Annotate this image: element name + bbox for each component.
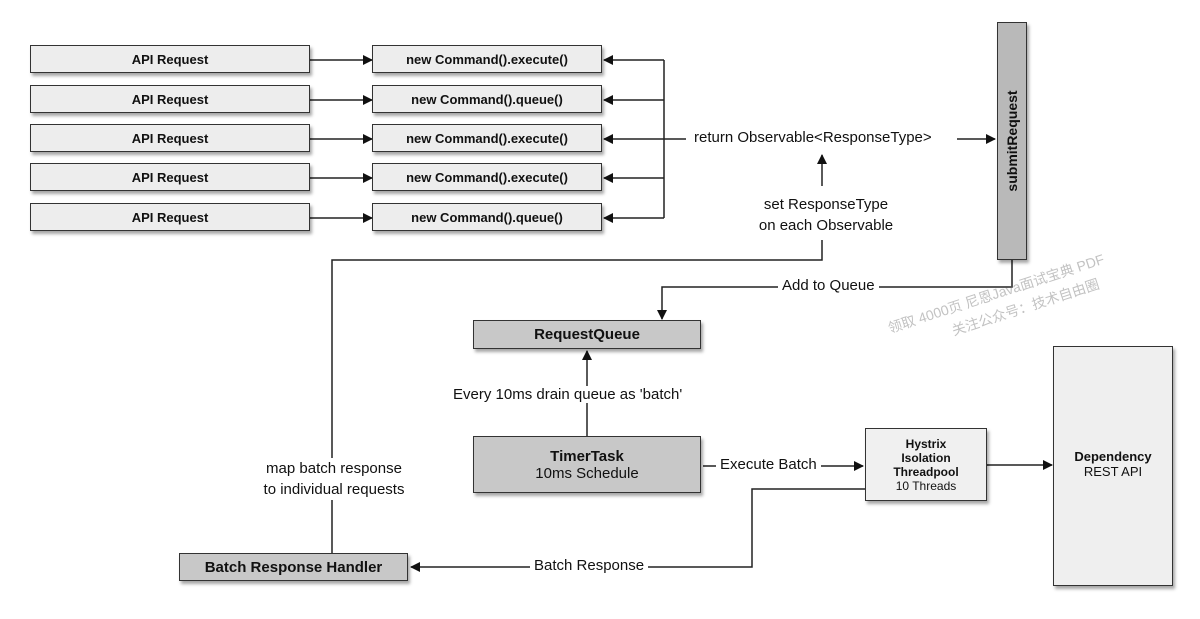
api-request-box-1: API Request <box>30 45 310 73</box>
execute-batch-label: Execute Batch <box>716 456 821 473</box>
timer-task-box: TimerTask 10ms Schedule <box>473 436 701 493</box>
hystrix-threadpool-box: Hystrix Isolation Threadpool 10 Threads <box>865 428 987 501</box>
command-box-4: new Command().execute() <box>372 163 602 191</box>
timer-task-subtitle: 10ms Schedule <box>535 464 639 482</box>
request-queue-box: RequestQueue <box>473 320 701 349</box>
drain-queue-label: Every 10ms drain queue as 'batch' <box>449 386 687 403</box>
timer-task-title: TimerTask <box>550 447 624 465</box>
command-box-3: new Command().execute() <box>372 124 602 152</box>
dependency-box: Dependency REST API <box>1053 346 1173 586</box>
submit-request-box: submitRequest <box>997 22 1027 260</box>
add-to-queue-label: Add to Queue <box>778 277 879 294</box>
api-request-box-4: API Request <box>30 163 310 191</box>
set-response-type-label: set ResponseType on each Observable <box>742 194 910 236</box>
batch-response-label: Batch Response <box>530 557 649 574</box>
map-batch-label: map batch response to individual request… <box>240 458 428 500</box>
command-box-1: new Command().execute() <box>372 45 602 73</box>
batch-response-handler-box: Batch Response Handler <box>179 553 408 581</box>
command-box-5: new Command().queue() <box>372 203 602 231</box>
api-request-box-2: API Request <box>30 85 310 113</box>
api-request-box-5: API Request <box>30 203 310 231</box>
return-observable-label: return Observable<ResponseType> <box>690 129 936 146</box>
api-request-box-3: API Request <box>30 124 310 152</box>
submit-request-label: submitRequest <box>1004 90 1020 192</box>
command-box-2: new Command().queue() <box>372 85 602 113</box>
